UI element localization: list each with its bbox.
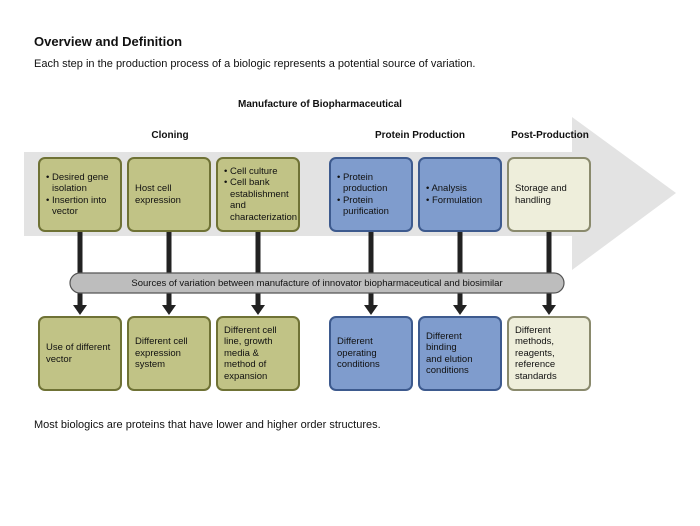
box-line: handling <box>515 194 551 206</box>
arrowhead <box>73 305 87 315</box>
connector-line <box>368 232 374 307</box>
box-line: characterization <box>230 211 298 223</box>
connector-line <box>255 232 261 307</box>
page-title: Overview and Definition <box>34 34 183 49</box>
box-line: Different binding <box>426 330 462 354</box>
box-line: establishment <box>230 188 289 200</box>
arrowhead <box>453 305 467 315</box>
box-line: • Formulation <box>426 194 483 206</box>
box-line: reagents, <box>515 347 555 359</box>
box-line: production <box>343 183 388 194</box>
box-line: expression <box>135 347 181 359</box>
box-line: • Protein <box>337 171 374 183</box>
arrowhead <box>542 305 556 315</box>
box-line: Use of different <box>46 342 111 353</box>
box-line: • Insertion into <box>46 194 107 206</box>
arrowhead <box>251 305 265 315</box>
box-line: • Protein <box>337 194 374 206</box>
connector-line <box>77 232 83 307</box>
box-line: conditions <box>337 359 380 371</box>
diagram-title: Manufacture of Biopharmaceutical <box>238 99 402 110</box>
stage-label-protein-production: Protein Production <box>375 130 465 141</box>
box-line: standards <box>515 370 557 382</box>
box-line: isolation <box>52 183 87 194</box>
connector-line <box>546 232 552 307</box>
variation-band <box>69 272 565 294</box>
box-line: • Cell culture <box>224 165 278 177</box>
connector-line <box>166 232 172 307</box>
box-line: Different <box>515 324 551 336</box>
box-line: Different <box>337 336 373 348</box>
box-line: and elution <box>426 353 473 365</box>
footer-text: Most biologics are proteins that have lo… <box>34 419 381 431</box>
box-line: method of <box>224 359 267 371</box>
box-line: operating <box>337 347 377 359</box>
arrowhead <box>162 305 176 315</box>
box-line: Different cell <box>224 324 277 336</box>
variation-band-label: Sources of variation between manufacture… <box>131 278 503 289</box>
box-line: expansion <box>224 370 268 382</box>
box-line: conditions <box>426 365 469 376</box>
arrowhead <box>364 305 378 315</box>
box-line: vector <box>46 353 72 365</box>
box-line: reference <box>515 359 556 371</box>
box-line: • Desired gene <box>46 171 109 183</box>
box-line: purification <box>343 206 389 217</box>
stage-label-post-production: Post-Production <box>511 130 589 141</box>
box-line: • Analysis <box>426 183 467 194</box>
connectors <box>73 232 556 315</box>
box-line: Storage and <box>515 183 567 194</box>
intro-text: Each step in the production process of a… <box>34 58 476 70</box>
box-line: system <box>135 359 166 371</box>
stage-label-cloning: Cloning <box>151 130 189 141</box>
box-line: Host cell <box>135 183 172 194</box>
box-line: and <box>230 200 246 212</box>
connector-line <box>457 232 463 307</box>
box-line: • Cell bank <box>224 177 270 189</box>
box-line: methods, <box>515 336 555 348</box>
box-line: Different cell <box>135 336 188 348</box>
box-line: line, growth <box>224 336 273 348</box>
process-step-box: • Analysis• Formulation <box>418 157 502 232</box>
box-line: media & <box>224 347 259 359</box>
box-line: expression <box>135 194 181 206</box>
box-line: vector <box>52 206 78 217</box>
